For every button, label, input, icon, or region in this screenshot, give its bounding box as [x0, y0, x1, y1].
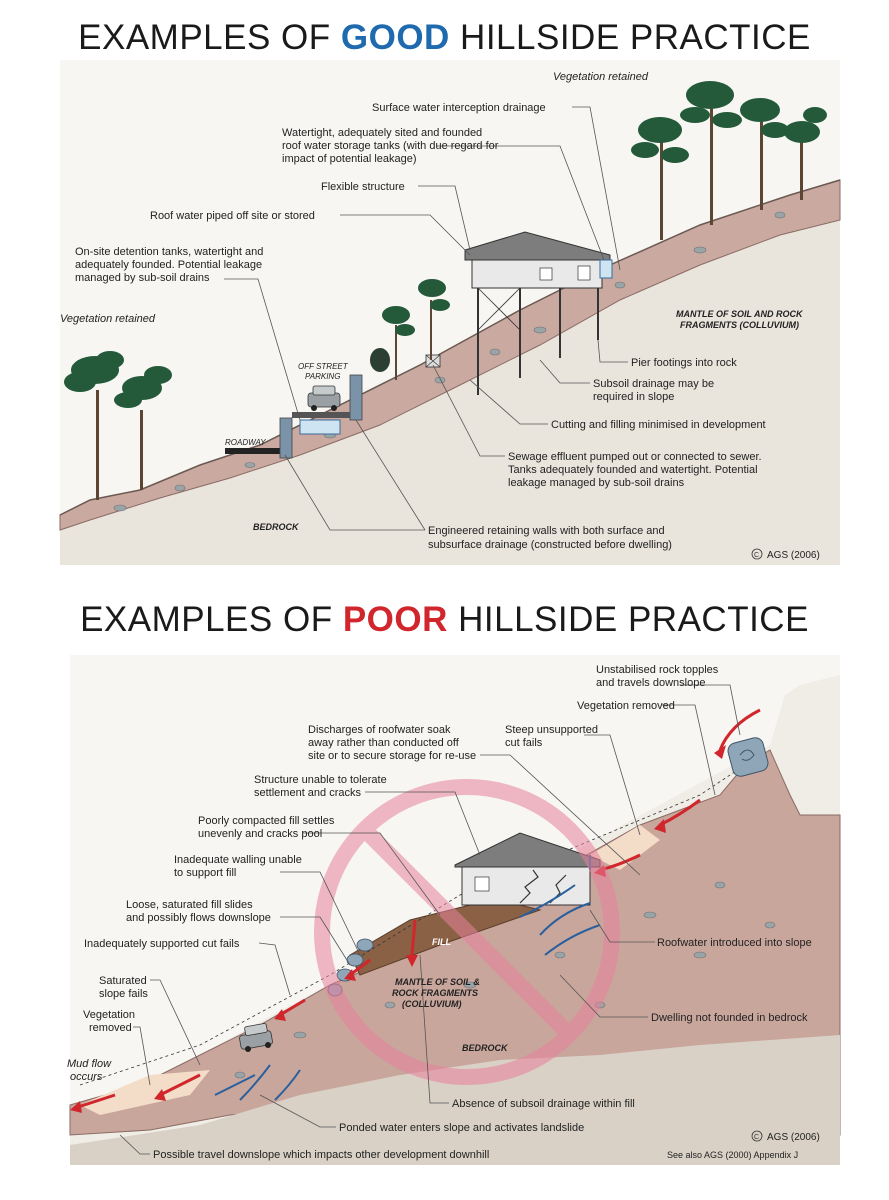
- label-sewage-3: leakage managed by sub-soil drains: [508, 477, 685, 489]
- label-storage-tanks-3: impact of potential leakage): [282, 153, 417, 165]
- prohibition-sign: [314, 779, 620, 1085]
- label-storage-tanks-1: Watertight, adequately sited and founded: [282, 127, 482, 139]
- label-storage-tanks-2: roof water storage tanks (with due regar…: [282, 140, 499, 152]
- label-structure-1: Structure unable to tolerate: [254, 774, 387, 786]
- label-off-street: OFF STREET: [298, 362, 349, 371]
- label-roof-water: Roof water piped off site or stored: [150, 210, 315, 222]
- poor-practice-title: EXAMPLES OF POOR HILLSIDE PRACTICE: [80, 600, 809, 639]
- label-saturated-2: slope fails: [99, 988, 148, 1000]
- label-structure-2: settlement and cracks: [254, 787, 361, 799]
- label-mantle-1: MANTLE OF SOIL AND ROCK: [676, 309, 804, 319]
- label-subsoil-1: Subsoil drainage may be: [593, 378, 714, 390]
- label-sewage-2: Tanks adequately founded and watertight.…: [508, 464, 758, 476]
- label-fill: FILL: [432, 937, 451, 947]
- label-mantle-1: MANTLE OF SOIL &: [395, 977, 480, 987]
- label-walling-2: to support fill: [174, 867, 236, 879]
- movement-arrows: [77, 708, 761, 1109]
- svg-text:AGS (2006): AGS (2006): [767, 550, 820, 561]
- good-practice-title: EXAMPLES OF GOOD HILLSIDE PRACTICE: [78, 18, 811, 57]
- label-mantle-3: (COLLUVIUM): [402, 999, 462, 1009]
- label-see-also: See also AGS (2000) Appendix J: [667, 1150, 798, 1160]
- svg-text:C: C: [754, 552, 759, 559]
- label-parking: PARKING: [305, 372, 340, 381]
- label-saturated-1: Saturated: [99, 975, 147, 987]
- svg-text:AGS (2006): AGS (2006): [767, 1132, 820, 1143]
- label-compacted-fill-2: unevenly and cracks pool: [198, 828, 322, 840]
- label-discharges-1: Discharges of roofwater soak: [308, 724, 451, 736]
- label-bedrock: BEDROCK: [253, 522, 300, 532]
- label-steep-cut-1: Steep unsupported: [505, 724, 598, 736]
- roadway: [225, 448, 280, 454]
- label-rock-topples-1: Unstabilised rock topples: [596, 664, 719, 676]
- label-absence-subsoil: Absence of subsoil drainage within fill: [452, 1098, 635, 1110]
- boulder-icon: [727, 737, 769, 777]
- detention-tank: [299, 419, 341, 435]
- label-roadway: ROADWAY: [225, 438, 266, 447]
- poor-practice-diagram: Unstabilised rock topples and travels do…: [67, 655, 841, 1165]
- label-bedrock: BEDROCK: [462, 1043, 509, 1053]
- water-arrows: [214, 855, 601, 1101]
- label-mantle-2: ROCK FRAGMENTS: [392, 988, 478, 998]
- label-loose-fill-1: Loose, saturated fill slides: [126, 899, 253, 911]
- house-icon: [454, 832, 601, 906]
- svg-text:C: C: [754, 1134, 759, 1141]
- retaining-wall-lower: [279, 417, 293, 459]
- tree-group: [64, 81, 827, 500]
- label-dwelling-not-founded: Dwelling not founded in bedrock: [651, 1012, 808, 1024]
- label-retaining-walls-2: subsurface drainage (constructed before …: [428, 539, 672, 551]
- copyright-mark: C AGS (2006): [751, 1130, 820, 1143]
- good-word: GOOD: [340, 18, 450, 57]
- label-rock-topples-2: and travels downslope: [596, 677, 705, 689]
- label-detention-tanks-2: adequately founded. Potential leakage: [75, 259, 262, 271]
- label-surface-water-drainage: Surface water interception drainage: [372, 102, 546, 114]
- car-icon: [239, 1023, 273, 1052]
- label-walling-1: Inadequate walling unable: [174, 854, 302, 866]
- poor-word: POOR: [342, 600, 448, 639]
- label-detention-tanks-1: On-site detention tanks, watertight and: [75, 246, 263, 258]
- copyright-mark: C AGS (2006): [751, 548, 820, 561]
- label-loose-fill-2: and possibly flows downslope: [126, 912, 271, 924]
- label-steep-cut-2: cut fails: [505, 737, 543, 749]
- label-cutting-filling: Cutting and filling minimised in develop…: [551, 419, 766, 431]
- label-mantle-2: FRAGMENTS (COLLUVIUM): [680, 320, 799, 330]
- label-vegetation-removed-2: removed: [89, 1022, 132, 1034]
- water-tank: [599, 259, 613, 279]
- label-cut-fails: Inadequately supported cut fails: [84, 938, 240, 950]
- label-detention-tanks-3: managed by sub-soil drains: [75, 272, 210, 284]
- label-mud-flow-2: occurs: [70, 1071, 103, 1083]
- label-possible-travel: Possible travel downslope which impacts …: [153, 1149, 489, 1161]
- fill-wedge: [349, 904, 542, 976]
- label-pier-footings: Pier footings into rock: [631, 357, 737, 369]
- label-mud-flow-1: Mud flow: [67, 1058, 112, 1070]
- house-icon: [464, 231, 613, 395]
- car-icon: [307, 385, 341, 411]
- label-discharges-2: away rather than conducted off: [308, 737, 460, 749]
- label-sewage-1: Sewage effluent pumped out or connected …: [508, 451, 762, 463]
- label-discharges-3: site or to secure storage for re-use: [308, 750, 476, 762]
- label-subsoil-2: required in slope: [593, 391, 674, 403]
- label-vegetation-removed-top: Vegetation removed: [577, 700, 675, 712]
- label-roofwater: Roofwater introduced into slope: [657, 937, 812, 949]
- good-practice-diagram: Vegetation retained Vegetation retained …: [59, 60, 841, 565]
- label-vegetation-retained-right: Vegetation retained: [553, 71, 649, 83]
- label-compacted-fill-1: Poorly compacted fill settles: [198, 815, 335, 827]
- label-retaining-walls-1: Engineered retaining walls with both sur…: [428, 525, 665, 537]
- label-flexible-structure: Flexible structure: [321, 181, 405, 193]
- label-vegetation-removed-1: Vegetation: [83, 1009, 135, 1021]
- label-vegetation-retained-left: Vegetation retained: [60, 313, 156, 325]
- retaining-wall-upper: [349, 374, 363, 421]
- label-ponded-water: Ponded water enters slope and activates …: [339, 1122, 584, 1134]
